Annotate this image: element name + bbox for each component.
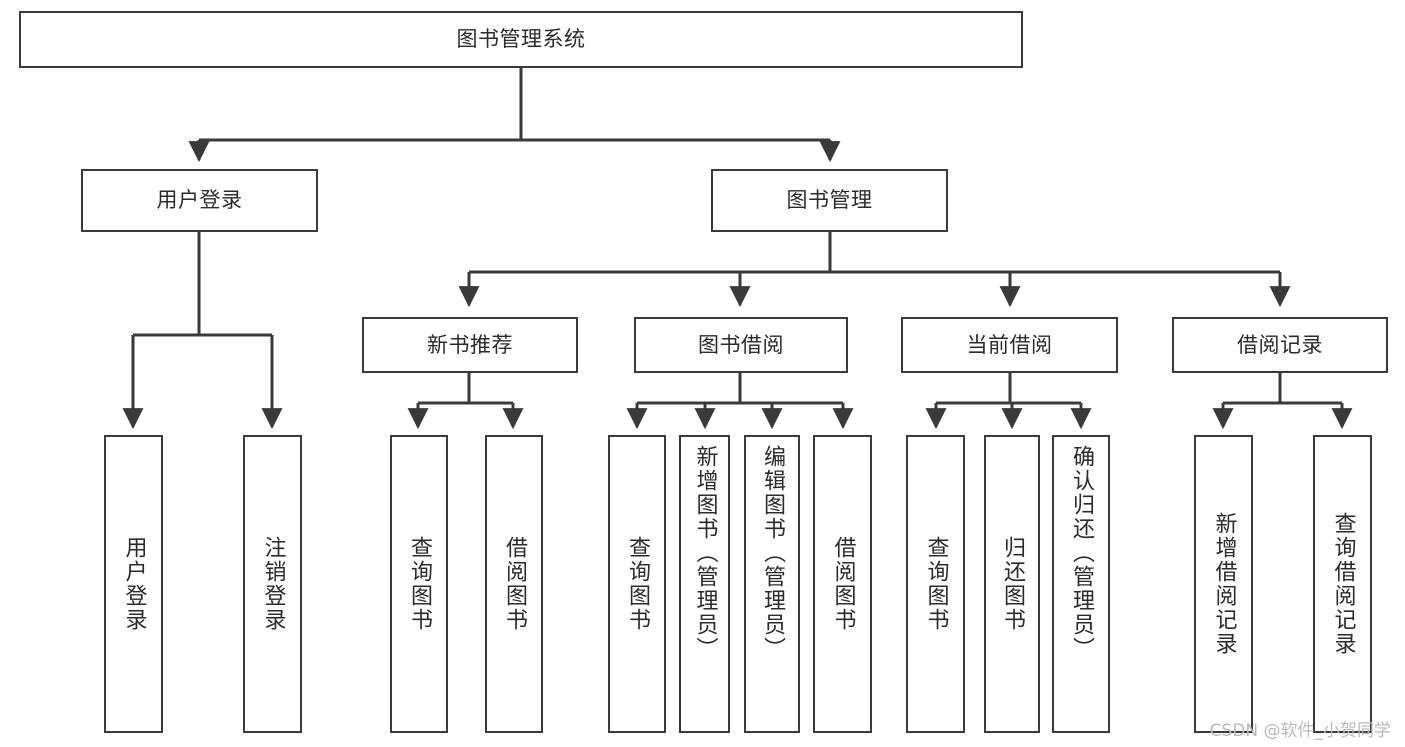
leaf-return-book-label: 归还图书 — [999, 536, 1025, 632]
node-book-borrow-label: 图书借阅 — [698, 332, 784, 357]
leaf-borrow-book[interactable]: 借阅图书 — [813, 435, 872, 733]
leaf-query-borrow-record[interactable]: 查询借阅记录 — [1313, 435, 1372, 733]
node-new-book-recommend-label: 新书推荐 — [427, 332, 513, 357]
node-new-book-recommend[interactable]: 新书推荐 — [362, 317, 578, 373]
node-user-login[interactable]: 用户登录 — [81, 169, 318, 232]
leaf-confirm-return-admin[interactable]: 确认归还（管理员） — [1052, 435, 1110, 733]
leaf-query-book-recommend[interactable]: 查询图书 — [390, 435, 448, 733]
leaf-query-book-borrow[interactable]: 查询图书 — [608, 435, 666, 733]
leaf-confirm-return-admin-label: 确认归还（管理员） — [1068, 445, 1094, 661]
node-book-borrow[interactable]: 图书借阅 — [634, 317, 848, 373]
watermark: CSDN @软件_小贺同学 — [1209, 721, 1391, 741]
node-borrow-records-label: 借阅记录 — [1237, 332, 1323, 357]
node-root[interactable]: 图书管理系统 — [19, 11, 1023, 68]
leaf-edit-book-admin[interactable]: 编辑图书（管理员） — [744, 435, 800, 733]
node-current-borrow-label: 当前借阅 — [966, 332, 1053, 357]
leaf-add-borrow-record[interactable]: 新增借阅记录 — [1194, 435, 1253, 733]
leaf-add-book-admin[interactable]: 新增图书（管理员） — [679, 435, 730, 733]
leaf-borrow-book-recommend-label: 借阅图书 — [501, 536, 527, 632]
leaf-user-login-label: 用户登录 — [121, 536, 147, 632]
node-borrow-records[interactable]: 借阅记录 — [1172, 317, 1388, 373]
leaf-query-book-recommend-label: 查询图书 — [406, 536, 432, 632]
leaf-logout-label: 注销登录 — [260, 536, 286, 632]
leaf-user-login[interactable]: 用户登录 — [104, 435, 163, 733]
leaf-borrow-book-label: 借阅图书 — [830, 536, 856, 632]
leaf-query-book-borrow-label: 查询图书 — [624, 536, 650, 632]
leaf-borrow-book-recommend[interactable]: 借阅图书 — [485, 435, 543, 733]
node-user-login-label: 用户登录 — [156, 188, 243, 213]
leaf-add-borrow-record-label: 新增借阅记录 — [1211, 512, 1237, 656]
leaf-return-book[interactable]: 归还图书 — [984, 435, 1040, 733]
leaf-query-book-current-label: 查询图书 — [923, 536, 949, 632]
leaf-edit-book-admin-label: 编辑图书（管理员） — [759, 445, 785, 661]
node-book-management[interactable]: 图书管理 — [711, 169, 948, 232]
leaf-query-book-current[interactable]: 查询图书 — [906, 435, 965, 733]
node-root-label: 图书管理系统 — [456, 27, 586, 52]
leaf-logout[interactable]: 注销登录 — [243, 435, 302, 733]
node-current-borrow[interactable]: 当前借阅 — [901, 317, 1118, 373]
leaf-add-book-admin-label: 新增图书（管理员） — [692, 445, 718, 661]
node-book-management-label: 图书管理 — [786, 188, 873, 213]
leaf-query-borrow-record-label: 查询借阅记录 — [1330, 512, 1356, 656]
